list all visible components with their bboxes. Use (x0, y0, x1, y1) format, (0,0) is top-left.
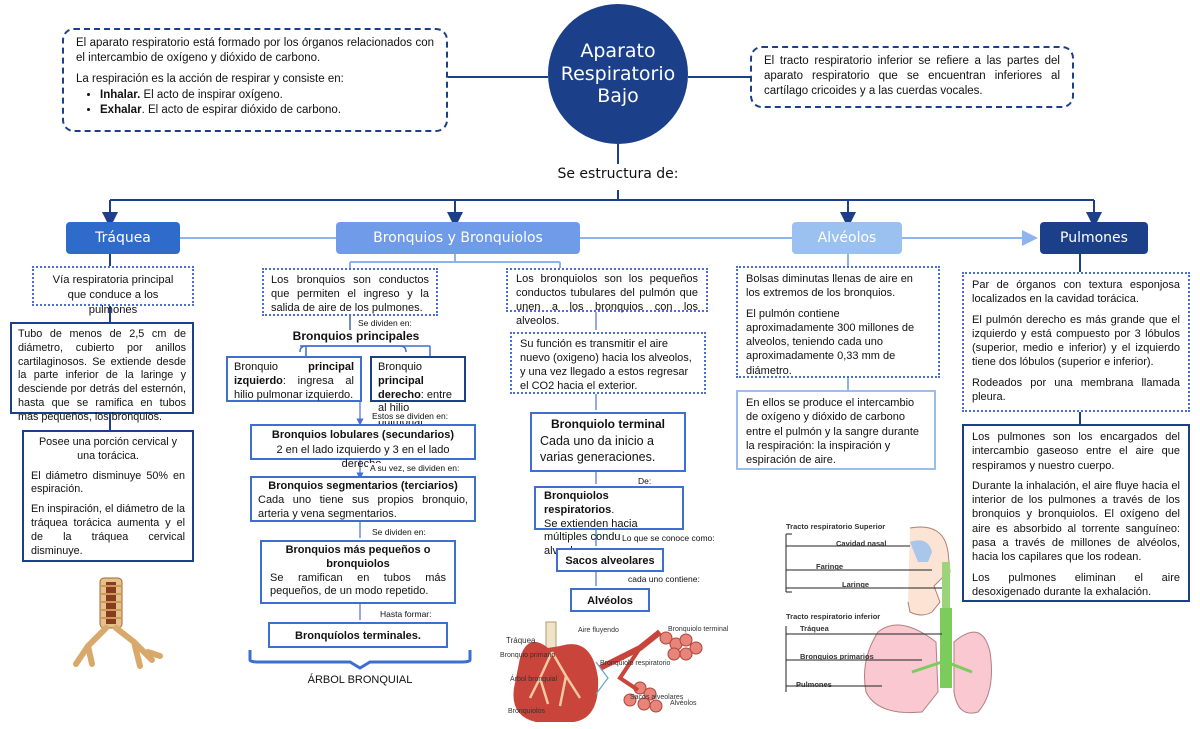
lung-label-aire: Aire fluyendo (578, 627, 619, 634)
arbol-bronquial-label: ÁRBOL BRONQUIAL (307, 674, 413, 686)
title-line2: Respiratorio (560, 62, 676, 85)
tract-label-traquea: Tráquea (800, 624, 829, 633)
lung-label-respiratorio: Bronquiolo respiratorio (600, 660, 671, 667)
bronquiolos-def: Los bronquiolos son los pequeños conduct… (516, 273, 698, 327)
segmentarios-text: Cada uno tiene sus propios bronquio, art… (258, 493, 468, 520)
intro-left-p2: La respiración es la acción de respirar … (76, 73, 344, 86)
hasta-formar-label: Hasta formar: (378, 609, 434, 619)
alveolos-p2: El pulmón contiene aproximadamente 300 m… (746, 307, 915, 377)
traquea-def-box: Vía respiratoria principal que conduce a… (32, 266, 194, 316)
structure-label: Se estructura de: (557, 166, 679, 182)
alveolos-p1: Bolsas diminutas llenas de aire en los e… (746, 273, 913, 300)
alveolos-info-box: En ellos se produce el intercambio de ox… (736, 390, 936, 470)
se-dividen-label: Se dividen en: (356, 318, 414, 328)
pequenos-text: Se ramifican en tubos más pequeños, de u… (270, 571, 446, 598)
lung-label-bronquiolos: Bronquiolos (508, 708, 545, 715)
lung-illustration (513, 621, 703, 722)
lobulares-title: Bronquios lobulares (secundarios) (271, 429, 455, 441)
cada-uno-label: cada uno contiene: (626, 574, 702, 584)
trachea-illustration (73, 577, 163, 669)
header-bronquios: Bronquios y Bronquiolos (336, 222, 580, 254)
bronquios-def: Los bronquios son conductos que permiten… (271, 274, 429, 315)
se-dividen-label-2: Se dividen en: (370, 527, 428, 537)
tract-label-superior: Tracto respiratorio Superior (786, 522, 886, 531)
bronquio-derecho-box: Bronquio principal derecho: entre al hil… (370, 356, 466, 442)
de-label: De: (636, 476, 654, 486)
lobulares-box: Bronquios lobulares (secundarios) 2 en e… (250, 424, 476, 470)
pulmones-p6: Los pulmones eliminan el aire desoxigena… (972, 571, 1180, 598)
lung-label-alveolos: Alvéolos (670, 700, 697, 707)
estos-se-dividen-label: Estos se dividen en: (370, 411, 451, 421)
bronquio-izquierdo-box: Bronquio principal izquierdo: ingresa al… (226, 356, 362, 402)
traquea-desc: Tubo de menos de 2,5 cm de diámetro, cub… (18, 328, 186, 423)
bronquiolo-terminal-box: Bronquiolo terminal Cada uno da inicio a… (530, 412, 686, 472)
lung-label-bronquio-primario: Bronquio primario (500, 652, 556, 659)
respiratory-tract-illustration (785, 526, 992, 714)
pulmones-p4: Los pulmones son los encargados del inte… (972, 431, 1180, 472)
alveolos-def-box: Bolsas diminutas llenas de aire en los e… (736, 266, 940, 378)
a-su-vez-label: A su vez, se dividen en: (368, 463, 462, 473)
pulmones-p2: El pulmón derecho es más grande que el i… (972, 313, 1180, 369)
traquea-desc-box: Tubo de menos de 2,5 cm de diámetro, cub… (10, 322, 194, 423)
tract-label-faringe: Faringe (816, 562, 844, 571)
pulmones-info-box: Los pulmones son los encargados del inte… (962, 424, 1190, 602)
bronquiolos-funcion-box: Su función es transmitir el aire nuevo (… (510, 332, 706, 394)
lung-label-arbol: Árbol bronquial (510, 676, 558, 683)
title-line1: Aparato (580, 39, 656, 62)
lung-label-traquea: Tráquea (506, 636, 536, 645)
terminales-text: Bronquíolos terminales. (295, 630, 421, 642)
pulmones-def-box: Par de órganos con textura esponjosa loc… (962, 272, 1190, 412)
tract-label-laringe: Laringe (842, 580, 870, 589)
pequenos-box: Bronquios más pequeños o bronquiolos Se … (260, 540, 456, 604)
segmentarios-title: Bronquios segmentarios (terciarios) (268, 480, 458, 492)
traquea-p3: En inspiración, el diámetro de la tráque… (31, 503, 185, 557)
alveolos-small-box: Alvéolos (570, 588, 650, 612)
lung-label-terminal: Bronquiolo terminal (668, 626, 729, 633)
intro-left-item-2: Exhalar. El acto de espirar dióxido de c… (100, 103, 434, 118)
traquea-p2: El diámetro disminuye 50% en espiración. (31, 469, 185, 496)
tract-label-pulmones: Pulmones (796, 680, 832, 689)
bronquiolo-terminal-title: Bronquiolo terminal (551, 417, 665, 431)
bronquiolos-funcion: Su función es transmitir el aire nuevo (… (520, 338, 692, 392)
header-traquea: Tráquea (66, 222, 180, 254)
traquea-def: Vía respiratoria principal que conduce a… (52, 274, 174, 316)
bronquiolos-resp-box: Bronquiolos respiratorios. Se extienden … (534, 486, 684, 557)
sacos-text: Sacos alveolares (565, 555, 655, 567)
bronquiolo-terminal-text: Cada uno da inicio a varias generaciones… (540, 433, 656, 465)
traquea-info-box: Posee una porción cervical y una torácic… (22, 430, 194, 562)
sacos-box: Sacos alveolares (556, 548, 664, 572)
bronquiolos-resp-title: Bronquiolos respiratorios (544, 490, 612, 516)
header-alveolos: Alvéolos (792, 222, 902, 254)
pulmones-p1: Par de órganos con textura esponjosa loc… (972, 279, 1180, 306)
bronquios-principales: Bronquios principales (292, 329, 420, 343)
intro-left-list: Inhalar. El acto de inspirar oxígeno. Ex… (76, 88, 434, 118)
segmentarios-box: Bronquios segmentarios (terciarios) Cada… (250, 476, 476, 522)
intro-left-item-1: Inhalar. El acto de inspirar oxígeno. (100, 88, 434, 103)
terminales-box: Bronquíolos terminales. (268, 622, 448, 648)
pequenos-title: Bronquios más pequeños o bronquiolos (285, 544, 431, 570)
intro-right-text: El tracto respiratorio inferior se refie… (764, 55, 1060, 98)
tract-label-cavidad: Cavidad nasal (836, 539, 887, 548)
alveolos-small-text: Alvéolos (587, 595, 633, 607)
intro-left-box: El aparato respiratorio está formado por… (62, 28, 448, 132)
intro-left-p1: El aparato respiratorio está formado por… (76, 37, 434, 65)
alveolos-p3: En ellos se produce el intercambio de ox… (746, 397, 920, 467)
pulmones-p3: Rodeados por una membrana llamada pleura… (972, 376, 1180, 404)
lo-que-label: Lo que se conoce como: (620, 533, 717, 543)
title-line3: Bajo (597, 85, 639, 108)
title-circle: Aparato Respiratorio Bajo (548, 4, 688, 144)
header-pulmones: Pulmones (1040, 222, 1148, 254)
lung-label-sacos: Sacos alveolares (630, 694, 684, 701)
tract-label-inferior: Tracto respiratorio inferior (786, 612, 881, 621)
traquea-p1: Posee una porción cervical y una torácic… (38, 436, 178, 462)
bronquiolos-def-box: Los bronquiolos son los pequeños conduct… (506, 268, 708, 327)
tract-label-bronquios: Bronquios primarios (800, 652, 874, 661)
bronquios-def-box: Los bronquios son conductos que permiten… (262, 268, 438, 316)
pulmones-p5: Durante la inhalación, el aire fluye hac… (972, 479, 1180, 564)
intro-right-box: El tracto respiratorio inferior se refie… (750, 46, 1074, 108)
